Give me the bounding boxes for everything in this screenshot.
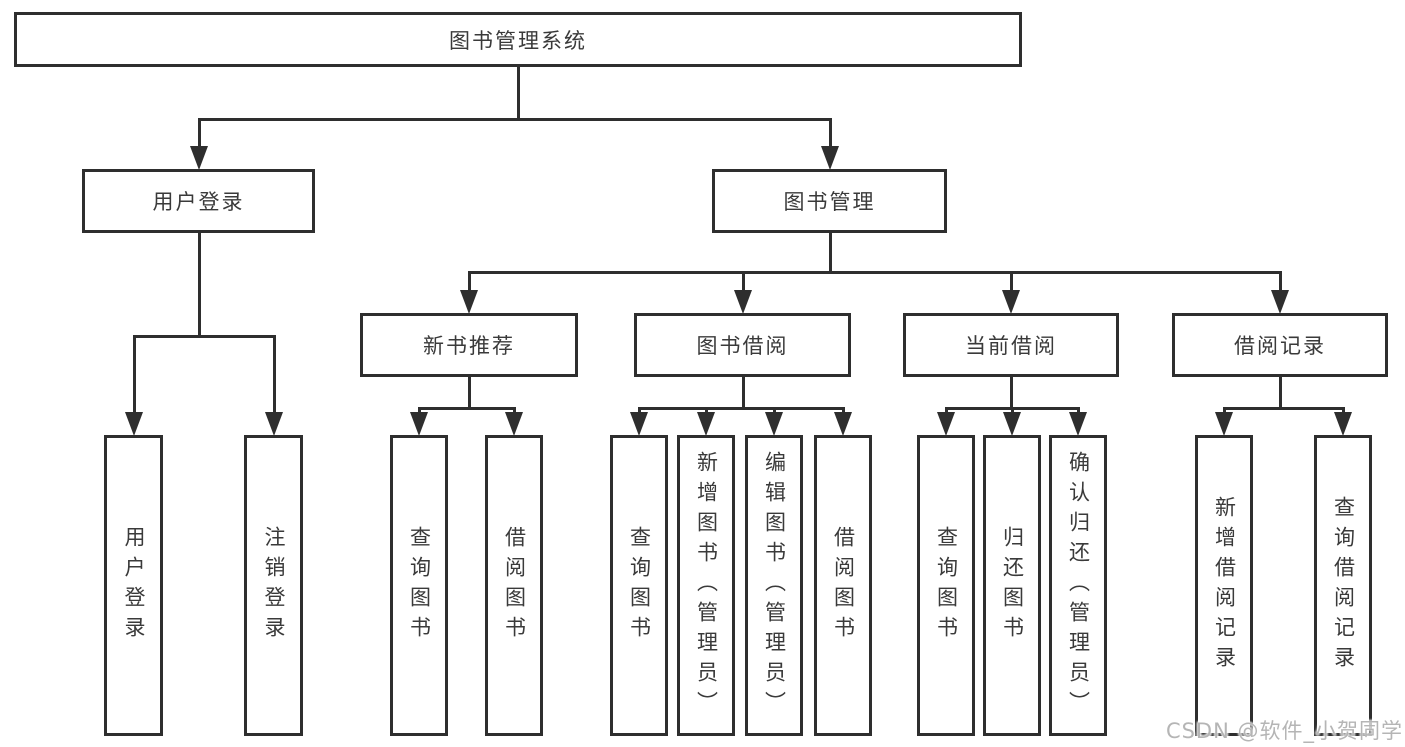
arrowhead-down xyxy=(1271,290,1289,314)
node-label: 当前借阅 xyxy=(965,334,1057,358)
node-leaf-query-books-1: 查询图书 xyxy=(390,435,448,736)
node-label: 用户登录 xyxy=(122,525,146,646)
node-label: 查询借阅记录 xyxy=(1331,495,1356,676)
node-label: 确认归还（管理员） xyxy=(1066,450,1091,721)
arrowhead-down xyxy=(460,290,478,314)
connector-split-1 xyxy=(133,335,275,338)
arrowhead-down xyxy=(1002,290,1020,314)
node-system-root: 图书管理系统 xyxy=(14,12,1022,67)
arrowhead-down xyxy=(1069,412,1087,436)
connector-drop-6 xyxy=(1223,407,1226,413)
connector-drop-5 xyxy=(1077,407,1080,413)
connector-split-3 xyxy=(418,407,515,410)
connector-drop-2 xyxy=(742,271,745,291)
node-leaf-logout: 注销登录 xyxy=(244,435,303,736)
node-new-book-recommend: 新书推荐 xyxy=(360,313,578,377)
connector-drop-0 xyxy=(829,118,832,147)
node-label: 新增图书（管理员） xyxy=(694,450,719,721)
connector-drop-4 xyxy=(705,407,708,413)
node-label: 归还图书 xyxy=(1000,525,1025,646)
node-leaf-borrow-books-1: 借阅图书 xyxy=(485,435,543,736)
arrowhead-down xyxy=(505,412,523,436)
node-book-borrowing: 图书借阅 xyxy=(634,313,851,377)
arrowhead-down xyxy=(410,412,428,436)
arrowhead-down xyxy=(834,412,852,436)
arrowhead-down xyxy=(734,290,752,314)
connector-stem-2 xyxy=(829,233,832,274)
arrowhead-down xyxy=(821,146,839,170)
connector-stem-6 xyxy=(1279,377,1282,410)
connector-stem-5 xyxy=(1010,377,1013,410)
node-label: 借阅图书 xyxy=(831,525,856,646)
node-leaf-query-borrow-record: 查询借阅记录 xyxy=(1314,435,1372,736)
node-leaf-query-books-3: 查询图书 xyxy=(917,435,975,736)
connector-drop-4 xyxy=(842,407,845,413)
node-borrowing-records: 借阅记录 xyxy=(1172,313,1388,377)
node-label: 查询图书 xyxy=(934,525,959,646)
node-book-management: 图书管理 xyxy=(712,169,947,233)
node-label: 图书借阅 xyxy=(696,334,789,358)
arrowhead-down xyxy=(630,412,648,436)
connector-drop-5 xyxy=(1011,407,1014,413)
node-leaf-confirm-return-admin: 确认归还（管理员） xyxy=(1049,435,1107,736)
connector-stem-4 xyxy=(742,377,745,410)
arrowhead-down xyxy=(265,412,283,436)
node-label: 查询图书 xyxy=(407,525,432,646)
connector-drop-2 xyxy=(468,271,471,291)
arrowhead-down xyxy=(190,146,208,170)
arrowhead-down xyxy=(697,412,715,436)
node-label: 图书管理系统 xyxy=(449,28,587,53)
node-leaf-borrow-books-2: 借阅图书 xyxy=(814,435,872,736)
connector-drop-4 xyxy=(638,407,641,413)
node-label: 查询图书 xyxy=(627,525,652,646)
node-leaf-add-books-admin: 新增图书（管理员） xyxy=(677,435,735,736)
connector-drop-4 xyxy=(773,407,776,413)
arrowhead-down xyxy=(1215,412,1233,436)
node-label: 用户登录 xyxy=(152,190,245,214)
connector-drop-2 xyxy=(1279,271,1282,291)
node-leaf-query-books-2: 查询图书 xyxy=(610,435,668,736)
arrowhead-down xyxy=(1003,412,1021,436)
node-label: 图书管理 xyxy=(783,190,876,214)
connector-stem-0 xyxy=(517,67,520,121)
connector-split-0 xyxy=(198,118,831,121)
arrowhead-down xyxy=(1334,412,1352,436)
node-leaf-return-books: 归还图书 xyxy=(983,435,1041,736)
connector-stem-1 xyxy=(198,233,201,338)
connector-drop-0 xyxy=(198,118,201,147)
node-current-borrowing: 当前借阅 xyxy=(903,313,1119,377)
node-label: 注销登录 xyxy=(262,525,286,646)
connector-split-6 xyxy=(1223,407,1344,410)
connector-drop-1 xyxy=(273,335,276,413)
connector-drop-1 xyxy=(133,335,136,413)
arrowhead-down xyxy=(765,412,783,436)
connector-drop-2 xyxy=(1010,271,1013,291)
connector-split-4 xyxy=(638,407,844,410)
node-label: 借阅记录 xyxy=(1234,334,1326,358)
node-leaf-user-login: 用户登录 xyxy=(104,435,163,736)
connector-split-2 xyxy=(468,271,1281,274)
connector-drop-3 xyxy=(513,407,516,413)
connector-drop-3 xyxy=(418,407,421,413)
node-label: 新书推荐 xyxy=(423,334,515,358)
node-user-login: 用户登录 xyxy=(82,169,315,233)
node-label: 借阅图书 xyxy=(502,525,527,646)
connector-drop-5 xyxy=(945,407,948,413)
node-leaf-add-borrow-record: 新增借阅记录 xyxy=(1195,435,1253,736)
connector-stem-3 xyxy=(468,377,471,410)
node-label: 新增借阅记录 xyxy=(1212,495,1237,676)
connector-drop-6 xyxy=(1342,407,1345,413)
watermark: CSDN @软件_小贺同学 xyxy=(1165,719,1403,743)
arrowhead-down xyxy=(125,412,143,436)
node-leaf-edit-books-admin: 编辑图书（管理员） xyxy=(745,435,803,736)
node-label: 编辑图书（管理员） xyxy=(762,450,787,721)
arrowhead-down xyxy=(937,412,955,436)
